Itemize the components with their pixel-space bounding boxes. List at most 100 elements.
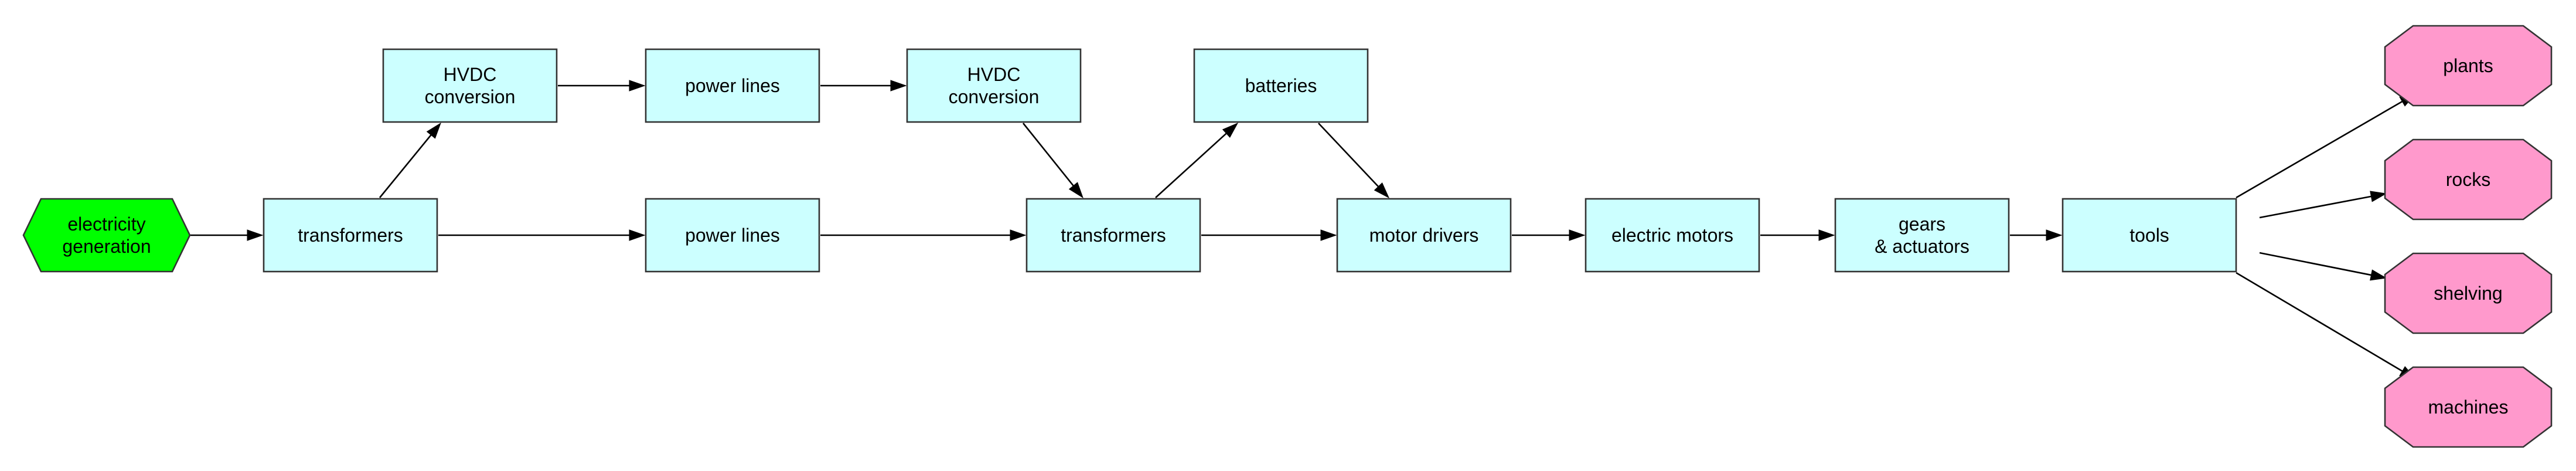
edge-hvdc_1-to-power_lines_top: [558, 80, 646, 92]
process-box: [2062, 198, 2237, 273]
node-plants: plants: [2384, 25, 2553, 107]
arrow-head-icon: [2370, 191, 2387, 202]
process-box: [645, 198, 820, 273]
process-box: [906, 48, 1082, 123]
sink-octagon: [2384, 366, 2553, 448]
node-label-line: gears: [1899, 214, 1945, 235]
process-box: [1834, 198, 2010, 273]
node-label-line: plants: [2443, 55, 2493, 76]
edge-line: [2236, 272, 2403, 372]
process-box: [645, 48, 820, 123]
process-box: [1336, 198, 1512, 273]
node-label: rocks: [2446, 169, 2490, 190]
arrow-head-icon: [2046, 229, 2063, 241]
node-shelving: shelving: [2384, 252, 2553, 334]
node-label: shelving: [2434, 283, 2502, 304]
node-label: transformers: [298, 225, 403, 246]
process-box: [1193, 48, 1369, 123]
arrow-head-icon: [890, 80, 907, 92]
node-label-line: power lines: [685, 75, 780, 96]
node-label-line: batteries: [1245, 75, 1317, 96]
edge-line: [2259, 195, 2371, 219]
edge-line: [1318, 123, 1379, 187]
node-label: gears& actuators: [1875, 214, 1970, 257]
node-transformers-1: transformers: [263, 198, 438, 273]
edge-line: [2236, 100, 2403, 199]
node-power-lines-bottom: power lines: [645, 198, 820, 273]
node-electric-motors: electric motors: [1585, 198, 1760, 273]
edge-tools-to-shelving: [2259, 252, 2387, 281]
node-label-line: tools: [2129, 225, 2169, 246]
arrow-head-icon: [1374, 182, 1390, 199]
process-box: [263, 198, 438, 273]
node-label: machines: [2428, 397, 2509, 418]
node-label: batteries: [1245, 75, 1317, 96]
node-label: power lines: [685, 225, 780, 246]
arrow-head-icon: [1818, 229, 1835, 241]
edge-transformers_1-to-hvdc_1: [379, 122, 441, 198]
edge-line: [379, 134, 432, 198]
edge-line: [1155, 133, 1227, 198]
node-machines: machines: [2384, 366, 2553, 448]
arrow-head-icon: [426, 122, 441, 139]
node-label-line: HVDC: [967, 64, 1021, 85]
edge-hvdc_2-to-transformers_2: [1022, 123, 1083, 199]
node-label: motor drivers: [1369, 225, 1479, 246]
node-label-line: generation: [62, 236, 151, 257]
node-power-lines-top: power lines: [645, 48, 820, 123]
node-transformers-2: transformers: [1025, 198, 1201, 273]
arrow-head-icon: [629, 80, 646, 92]
node-label-line: shelving: [2434, 283, 2502, 304]
node-gears: gears& actuators: [1834, 198, 2010, 273]
node-label-line: transformers: [298, 225, 403, 246]
edge-line: [2259, 252, 2371, 276]
edge-tools-to-rocks: [2259, 191, 2387, 219]
node-label: power lines: [685, 75, 780, 96]
process-box: [382, 48, 558, 123]
arrow-head-icon: [2370, 269, 2387, 281]
node-label-line: rocks: [2446, 169, 2490, 190]
edge-power_lines_bottom-to-transformers_2: [820, 229, 1027, 241]
arrow-head-icon: [1320, 229, 1337, 241]
edge-motor_drivers-to-electric_motors: [1512, 229, 1586, 241]
edge-line: [1022, 123, 1074, 187]
node-label: tools: [2129, 225, 2169, 246]
node-label-line: motor drivers: [1369, 225, 1479, 246]
node-label-line: electricity: [67, 214, 145, 235]
edge-generation-to-transformers_1: [190, 229, 264, 241]
node-motor-drivers: motor drivers: [1336, 198, 1512, 273]
arrow-head-icon: [1569, 229, 1586, 241]
node-label: plants: [2443, 55, 2493, 76]
edge-power_lines_top-to-hvdc_2: [820, 80, 907, 92]
node-tools: tools: [2062, 198, 2237, 273]
node-label-line: machines: [2428, 397, 2509, 418]
node-label-line: electric motors: [1611, 225, 1733, 246]
sink-octagon: [2384, 138, 2553, 221]
arrow-head-icon: [629, 229, 646, 241]
node-label-line: conversion: [425, 86, 516, 107]
node-label: electric motors: [1611, 225, 1733, 246]
edge-transformers_2-to-batteries: [1155, 122, 1239, 198]
process-box: [1025, 198, 1201, 273]
node-label-line: & actuators: [1875, 236, 1970, 257]
node-label-line: power lines: [685, 225, 780, 246]
node-batteries: batteries: [1193, 48, 1369, 123]
node-label-line: transformers: [1061, 225, 1166, 246]
edge-gears-to-tools: [2010, 229, 2063, 241]
arrow-head-icon: [1068, 182, 1083, 199]
node-label: transformers: [1061, 225, 1166, 246]
node-label-line: HVDC: [444, 64, 497, 85]
arrow-head-icon: [1222, 122, 1239, 138]
node-label-line: conversion: [949, 86, 1040, 107]
edge-transformers_2-to-motor_drivers: [1201, 229, 1337, 241]
arrow-head-icon: [1010, 229, 1027, 241]
source-hexagon: [22, 198, 191, 273]
